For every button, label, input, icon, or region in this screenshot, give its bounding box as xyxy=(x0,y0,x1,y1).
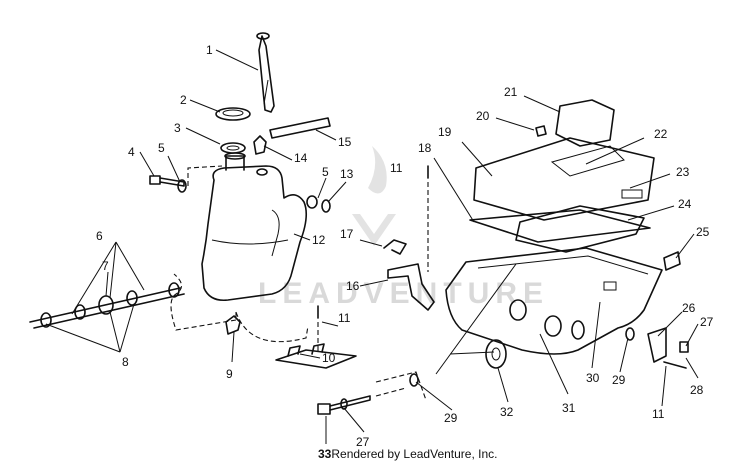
callout-11-mid: 11 xyxy=(338,311,351,325)
bolt-path xyxy=(187,165,223,186)
callout-3: 3 xyxy=(174,121,181,135)
callout-2: 2 xyxy=(180,93,187,107)
watermark-text: LEADVENTURE xyxy=(258,277,549,310)
callout-29-lower: 29 xyxy=(444,411,458,425)
callout-21: 21 xyxy=(504,85,518,99)
mount-bracket xyxy=(647,327,667,363)
washer-right xyxy=(306,195,318,209)
callout-5-left: 5 xyxy=(158,141,165,155)
callout-18: 18 xyxy=(418,141,432,155)
callout-27-right: 27 xyxy=(700,315,714,329)
page-number: 33 xyxy=(318,447,332,461)
airbox-clip xyxy=(663,251,681,271)
callout-labels: 1 2 3 4 5 6 7 8 9 10 11 12 13 14 15 5 16… xyxy=(96,43,714,449)
drain-fitting xyxy=(225,315,241,335)
fuel-cap-gasket xyxy=(220,142,246,154)
washer-29-lower xyxy=(409,373,419,387)
callout-29-right: 29 xyxy=(612,373,626,387)
airbox-cover xyxy=(473,137,655,221)
cover-screw xyxy=(535,125,547,137)
bolt-path-lower xyxy=(375,371,427,401)
vent-hose xyxy=(269,117,331,139)
tank-bracket xyxy=(275,343,357,369)
callout-14: 14 xyxy=(294,151,308,165)
fuel-tank xyxy=(201,152,308,302)
callout-11-right: 11 xyxy=(652,407,665,421)
airbox-gasket xyxy=(469,209,651,243)
callout-10: 10 xyxy=(322,351,336,365)
fuel-line-assembly xyxy=(29,282,185,329)
footer-credit: Rendered by LeadVenture, Inc. xyxy=(331,447,497,461)
callout-26: 26 xyxy=(682,301,696,315)
callout-6: 6 xyxy=(96,229,103,243)
callout-15: 15 xyxy=(338,135,352,149)
fuel-gauge-tube xyxy=(256,32,275,113)
vent-elbow xyxy=(253,135,267,155)
fuel-cap-flange xyxy=(215,107,251,121)
callout-8: 8 xyxy=(122,355,129,369)
nut-right xyxy=(321,199,331,213)
grommet xyxy=(485,339,507,369)
washer-left xyxy=(177,179,187,193)
callout-17: 17 xyxy=(340,227,354,241)
washer-29-right xyxy=(625,327,635,341)
callout-4: 4 xyxy=(128,145,135,159)
callout-31: 31 xyxy=(562,401,576,415)
airbox-base xyxy=(445,247,663,355)
callout-1: 1 xyxy=(206,43,213,57)
footer: 33Rendered by LeadVenture, Inc. xyxy=(318,447,497,461)
callout-13: 13 xyxy=(340,167,354,181)
callout-28: 28 xyxy=(690,383,704,397)
callout-23: 23 xyxy=(676,165,690,179)
callout-22: 22 xyxy=(654,127,668,141)
callout-5-right: 5 xyxy=(322,165,329,179)
callout-9: 9 xyxy=(226,367,233,381)
watermark: LEADVENTURE xyxy=(258,146,549,310)
callout-7: 7 xyxy=(102,259,109,273)
retaining-clip xyxy=(383,239,407,255)
callout-27-lower: 27 xyxy=(356,435,370,449)
fuel-line-path xyxy=(170,273,309,343)
callout-19: 19 xyxy=(438,125,452,139)
airbox-bracket xyxy=(387,263,435,311)
lower-bolt xyxy=(317,395,371,415)
leader-lines xyxy=(45,49,699,444)
air-filter-element xyxy=(515,205,645,253)
callout-25: 25 xyxy=(696,225,710,239)
air-filter-top xyxy=(555,99,615,147)
callout-16: 16 xyxy=(346,279,360,293)
callout-12: 12 xyxy=(312,233,326,247)
callout-24: 24 xyxy=(678,197,692,211)
callout-30: 30 xyxy=(586,371,600,385)
mounting-bolt xyxy=(149,175,185,187)
callout-11-upper: 11 xyxy=(390,161,403,175)
callout-20: 20 xyxy=(476,109,490,123)
right-bolt xyxy=(663,341,689,369)
callout-32: 32 xyxy=(500,405,514,419)
